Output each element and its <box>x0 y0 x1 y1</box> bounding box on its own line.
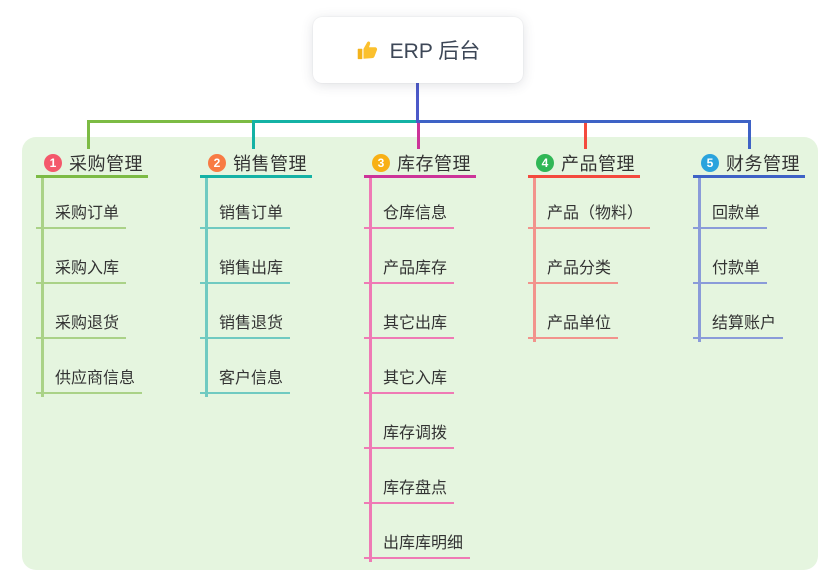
branch-number-badge: 4 <box>536 153 554 172</box>
node-warehouse-info[interactable]: 仓库信息 <box>364 178 455 229</box>
node-other-outbound[interactable]: 其它出库 <box>364 284 455 339</box>
branch-spine-line <box>698 178 701 342</box>
branch-title: 销售管理 <box>233 153 307 174</box>
branch-inventory-management: 3 库存管理 仓库信息 产品库存 其它出库 其它入库 库存调拨 库存盘点 出库库… <box>364 150 524 562</box>
branch-title: 产品管理 <box>561 153 635 174</box>
node-product-stock[interactable]: 产品库存 <box>364 229 455 284</box>
connector-drop-5 <box>748 120 751 149</box>
node-settlement-account[interactable]: 结算账户 <box>693 284 784 339</box>
root-node-label: ERP 后台 <box>389 40 481 63</box>
node-outbound-detail[interactable]: 出库库明细 <box>364 504 471 559</box>
branch-product-management: 4 产品管理 产品（物料） 产品分类 产品单位 <box>528 150 688 342</box>
node-sales-outbound[interactable]: 销售出库 <box>200 229 291 284</box>
node-payment-slip[interactable]: 付款单 <box>693 229 768 284</box>
node-purchase-return[interactable]: 采购退货 <box>36 284 127 339</box>
node-stock-transfer[interactable]: 库存调拨 <box>364 394 455 449</box>
branch-sales-management: 2 销售管理 销售订单 销售出库 销售退货 客户信息 <box>200 150 360 397</box>
mindmap-panel <box>22 137 818 570</box>
branch-header-purchase[interactable]: 1 采购管理 <box>36 150 148 178</box>
branch-title: 财务管理 <box>726 153 800 174</box>
node-product-material[interactable]: 产品（物料） <box>528 178 651 229</box>
connector-drop-4 <box>584 123 587 149</box>
connector-drop-3 <box>417 123 420 149</box>
branch-number-badge: 3 <box>372 153 390 172</box>
branch-number-badge: 1 <box>44 153 62 172</box>
node-sales-return[interactable]: 销售退货 <box>200 284 291 339</box>
node-purchase-inbound[interactable]: 采购入库 <box>36 229 127 284</box>
root-node-erp-backend[interactable]: ERP 后台 <box>313 17 523 83</box>
branch-number-badge: 2 <box>208 153 226 172</box>
branch-header-sales[interactable]: 2 销售管理 <box>200 150 312 178</box>
branch-title: 库存管理 <box>397 153 471 174</box>
branch-header-inventory[interactable]: 3 库存管理 <box>364 150 476 178</box>
thumbs-up-icon <box>356 39 379 62</box>
branch-finance-management: 5 财务管理 回款单 付款单 结算账户 <box>693 150 839 342</box>
branch-spine-line <box>205 178 208 397</box>
connector-bus-teal <box>252 120 420 123</box>
node-product-category[interactable]: 产品分类 <box>528 229 619 284</box>
branch-spine-line <box>41 178 44 397</box>
branch-title: 采购管理 <box>69 153 143 174</box>
node-supplier-info[interactable]: 供应商信息 <box>36 339 143 394</box>
node-stock-taking[interactable]: 库存盘点 <box>364 449 455 504</box>
branch-purchase-management: 1 采购管理 采购订单 采购入库 采购退货 供应商信息 <box>36 150 196 397</box>
connector-drop-2 <box>252 120 255 149</box>
node-product-unit[interactable]: 产品单位 <box>528 284 619 339</box>
branch-number-badge: 5 <box>701 153 719 172</box>
connector-bus-green <box>87 120 255 123</box>
node-purchase-order[interactable]: 采购订单 <box>36 178 127 229</box>
branch-header-product[interactable]: 4 产品管理 <box>528 150 640 178</box>
node-sales-order[interactable]: 销售订单 <box>200 178 291 229</box>
root-stem-line <box>416 83 419 123</box>
branch-spine-line <box>369 178 372 562</box>
node-customer-info[interactable]: 客户信息 <box>200 339 291 394</box>
connector-bus-blue <box>417 120 751 123</box>
branch-spine-line <box>533 178 536 342</box>
connector-drop-1 <box>87 120 90 149</box>
branch-header-finance[interactable]: 5 财务管理 <box>693 150 805 178</box>
node-receipt-slip[interactable]: 回款单 <box>693 178 768 229</box>
node-other-inbound[interactable]: 其它入库 <box>364 339 455 394</box>
